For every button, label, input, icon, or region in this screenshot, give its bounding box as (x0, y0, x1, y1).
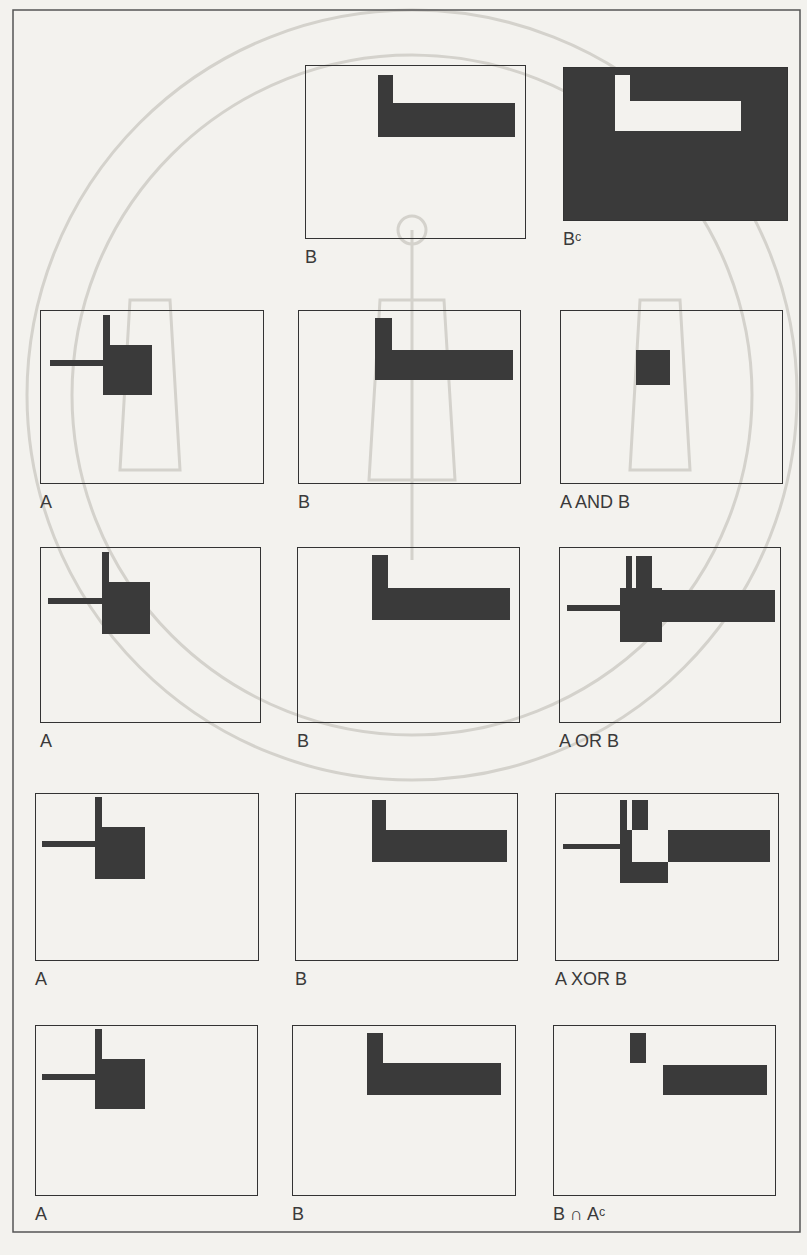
complement-hole (615, 75, 741, 131)
image-panel: A (40, 310, 264, 484)
panel-label: B (292, 1205, 304, 1225)
image-panel: B (295, 793, 518, 961)
watermark-seal (27, 10, 797, 780)
image-panel: A (40, 547, 261, 723)
outer-frame (13, 10, 800, 1232)
image-panel: B ∩ Aᶜ (553, 1025, 776, 1196)
panel-label: B (295, 970, 307, 990)
image-panel: A (35, 793, 259, 961)
panel-label: A (35, 1205, 47, 1225)
binary-shapes (42, 68, 787, 1109)
panel-label: A (40, 493, 52, 513)
panel-label: A (40, 732, 52, 752)
image-panel: B (292, 1025, 516, 1196)
panel-label: A OR B (559, 732, 619, 752)
image-panel: B (298, 310, 521, 484)
image-panel: A AND B (560, 310, 783, 484)
panel-label: B (297, 732, 309, 752)
image-panel: Bᶜ (563, 67, 788, 221)
panel-label: B (305, 248, 317, 268)
panel-label: B ∩ Aᶜ (553, 1205, 605, 1225)
image-panel: B (305, 65, 526, 239)
panel-label: Bᶜ (563, 230, 581, 250)
panel-label: B (298, 493, 310, 513)
panel-label: A AND B (560, 493, 630, 513)
image-panel: A (35, 1025, 258, 1196)
panel-label: A (35, 970, 47, 990)
image-panel: B (297, 547, 520, 723)
panel-label: A XOR B (555, 970, 627, 990)
image-panel: A XOR B (555, 793, 779, 961)
image-panel: A OR B (559, 547, 781, 723)
